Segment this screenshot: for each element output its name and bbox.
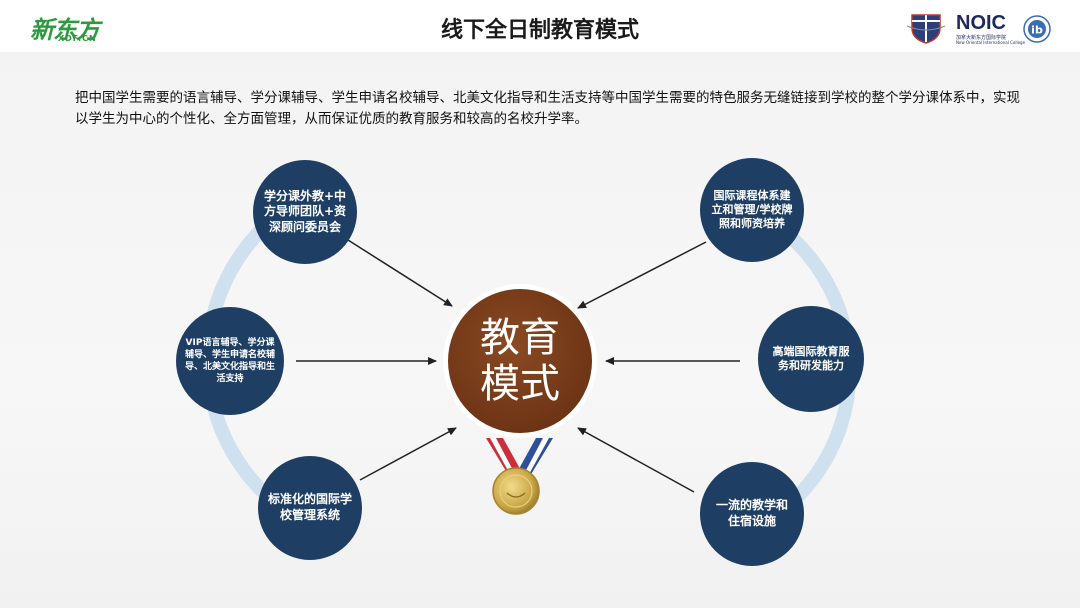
node-right-top-label: 国际课程体系建立和管理/学校牌照和师资培养 bbox=[711, 188, 793, 231]
noic-subtitle-en: New Oriental International College bbox=[956, 40, 1026, 45]
arrow-left-bottom bbox=[359, 427, 457, 481]
node-left-mid-circle bbox=[176, 307, 284, 415]
center-label: 教育 模式 bbox=[448, 289, 592, 433]
center-circle bbox=[448, 289, 592, 433]
arrow-right-top bbox=[577, 241, 707, 309]
node-right-bottom-circle bbox=[700, 462, 804, 566]
crest-icon bbox=[906, 14, 946, 44]
ib-logo-icon: ib bbox=[1023, 15, 1051, 43]
node-left-bottom-circle bbox=[258, 456, 362, 560]
arrow-left-top bbox=[347, 239, 453, 307]
node-left-bottom-label: 标准化的国际学校管理系统 bbox=[268, 492, 353, 522]
node-right-top-circle bbox=[700, 158, 804, 262]
noic-subtitle-cn: 加拿大新东方国际学院 bbox=[956, 35, 1007, 41]
medal-icon bbox=[486, 438, 553, 515]
node-right-mid-circle bbox=[758, 306, 864, 412]
node-right-mid-label: 高端国际教育服务和研发能力 bbox=[772, 344, 850, 372]
node-left-top-circle bbox=[253, 160, 357, 264]
xdf-logo-text: 新东方 bbox=[30, 16, 100, 44]
node-right-bottom-label: 一流的教学和住宿设施 bbox=[715, 498, 788, 528]
center-label-line2: 模式 bbox=[480, 361, 560, 407]
noic-logo: NOIC 加拿大新东方国际学院 New Oriental Internation… bbox=[906, 10, 1056, 46]
noic-wordmark: NOIC bbox=[956, 12, 1006, 34]
center-label-line1: 教育 bbox=[480, 315, 560, 361]
ib-logo-text: ib bbox=[1031, 24, 1043, 37]
node-left-top-label: 学分课外教+中方导师团队+资深顾问委员会 bbox=[263, 188, 347, 234]
node-left-mid-label: VIP语言辅导、学分课辅导、学生申请名校辅导、北美文化指导和生活支持 bbox=[184, 337, 275, 385]
intro-paragraph: 把中国学生需要的语言辅导、学分课辅导、学生申请名校辅导、北美文化指导和生活支持等… bbox=[75, 90, 1020, 127]
xdf-logo-subtext: XDF.CN bbox=[58, 34, 97, 43]
page-title: 线下全日制教育模式 bbox=[440, 18, 639, 43]
xdf-logo: 新东方 XDF.CN bbox=[30, 10, 120, 44]
arrow-right-bottom bbox=[577, 427, 695, 493]
